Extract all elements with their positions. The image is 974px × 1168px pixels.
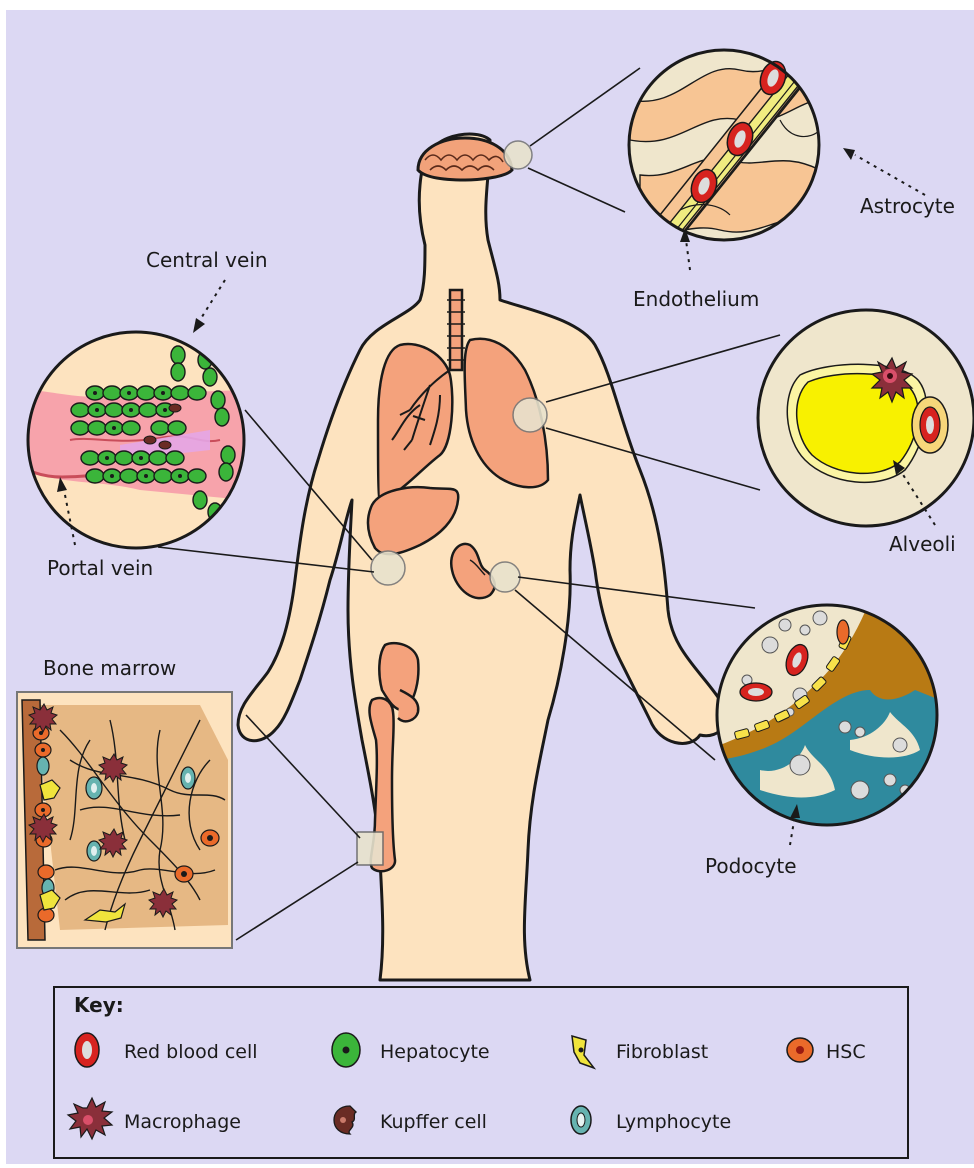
label-astrocyte: Astrocyte bbox=[860, 194, 955, 218]
label-endothelium: Endothelium bbox=[633, 287, 759, 311]
label-bone-marrow: Bone marrow bbox=[43, 656, 176, 680]
legend-title: Key: bbox=[74, 993, 124, 1017]
legend-key: Key: Red blood cell Hepatocyte Fibroblas… bbox=[54, 987, 908, 1158]
label-central-vein: Central vein bbox=[146, 248, 268, 272]
legend-label-lymphocyte: Lymphocyte bbox=[616, 1111, 731, 1133]
label-portal-vein: Portal vein bbox=[47, 556, 153, 580]
lymphocyte-icon bbox=[571, 1106, 591, 1134]
label-podocyte: Podocyte bbox=[705, 854, 797, 878]
legend-label-hepatocyte: Hepatocyte bbox=[380, 1041, 490, 1063]
hepatocyte-icon bbox=[332, 1033, 360, 1067]
legend-label-fibroblast: Fibroblast bbox=[616, 1041, 708, 1063]
liver-lobule-zoom bbox=[28, 332, 245, 548]
red-blood-cell-icon bbox=[75, 1033, 99, 1067]
label-alveoli: Alveoli bbox=[889, 532, 956, 556]
legend-label-hsc: HSC bbox=[826, 1041, 866, 1063]
brain-zoom-marker bbox=[504, 141, 532, 169]
alveoli-zoom bbox=[758, 310, 974, 526]
legend-label-red-blood-cell: Red blood cell bbox=[124, 1041, 258, 1063]
bone-marrow-zoom-marker bbox=[357, 832, 383, 865]
legend-label-macrophage: Macrophage bbox=[124, 1111, 241, 1133]
legend-label-kupffer-cell: Kupffer cell bbox=[380, 1111, 487, 1133]
hsc-icon bbox=[787, 1038, 813, 1062]
bone-marrow-zoom bbox=[17, 692, 232, 948]
